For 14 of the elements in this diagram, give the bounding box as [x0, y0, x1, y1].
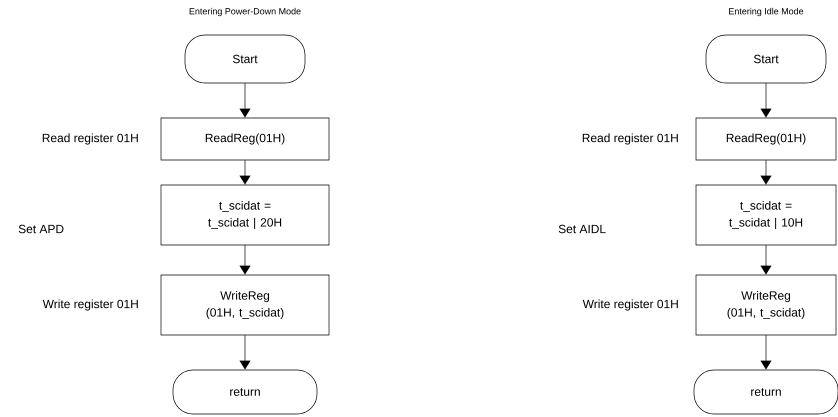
step-description: Write register 01H [42, 299, 138, 311]
step-description: Set AIDL [558, 224, 606, 234]
flowchart-title: Entering Power-Down Mode [190, 8, 301, 16]
step-description: Read register 01H [42, 133, 138, 145]
step-description: Set APD [18, 224, 64, 234]
process-box: ReadReg(01H) [696, 118, 836, 160]
step-description: Write register 01H [582, 299, 678, 311]
process-box: WriteReg (01H, t_scidat) [160, 274, 330, 336]
flowchart-title: Entering Idle Mode [729, 8, 804, 16]
process-box: ReadReg(01H) [160, 118, 330, 160]
step-description: Read register 01H [582, 133, 678, 145]
process-box: WriteReg (01H, t_scidat) [696, 274, 836, 336]
process-box: t_scidat = t_scidat | 20H [160, 184, 330, 246]
process-box: t_scidat = t_scidat | 10H [696, 184, 836, 246]
